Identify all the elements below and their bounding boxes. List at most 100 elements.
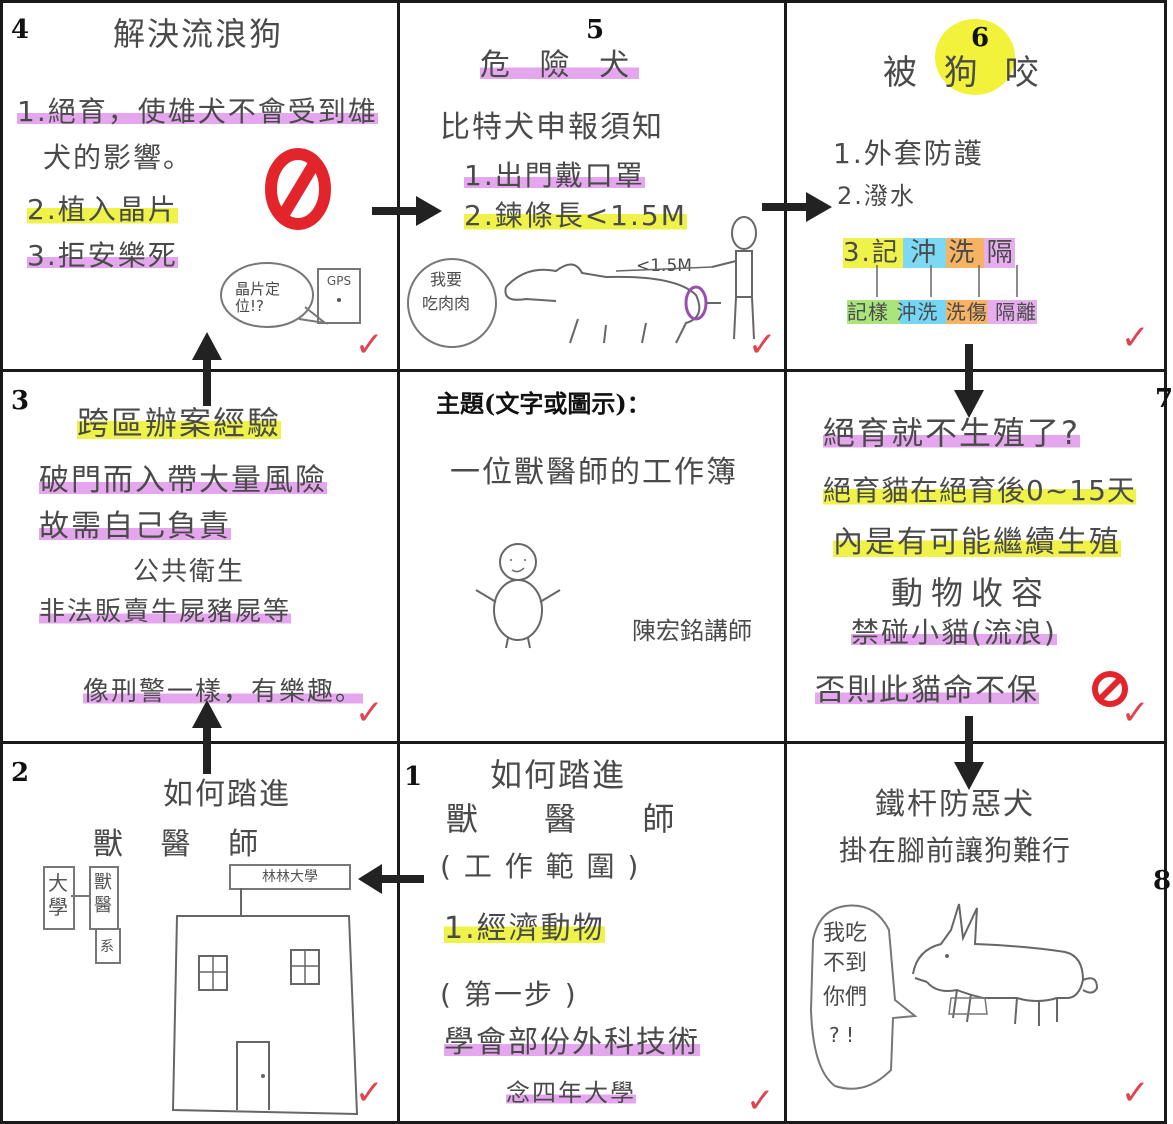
panel-1: 1 如何踏進 獸 醫 師 ( 工 作 範 圍 ) 1.經濟動物 ( 第一步 ) …: [397, 741, 787, 1124]
check-mark-icon: ✓: [748, 325, 777, 365]
gps-label: GPS: [326, 274, 352, 288]
sign-connector: [71, 895, 89, 897]
panel-2: 2 如何踏進 獸 醫 師 大學 獸醫 系 林林大學 ✓: [0, 741, 400, 1124]
text-line: 動物收容: [891, 574, 1052, 612]
gps-dot: [337, 298, 341, 302]
panel-title: 如何踏進: [163, 777, 291, 812]
person-drawing-icon: [615, 216, 757, 340]
arrow-lines-icon: [876, 265, 1018, 297]
school-label: 林林大學: [262, 869, 318, 885]
panel-center: 主題(文字或圖示)： 一位獸醫師的工作簿 陳宏銘講師: [397, 369, 787, 744]
text-line: 犬的影響。: [43, 141, 194, 174]
panel-5: 5 危 險 犬 比特犬申報須知 1.出門戴口罩 2.鍊條長<1.5M 我要 吃肉…: [397, 0, 787, 372]
text-line: 1.經濟動物: [444, 911, 605, 946]
panel-title: 掛在腳前讓狗難行: [839, 834, 1072, 867]
text-line: 2.潑水: [837, 182, 916, 210]
panel-number: 5: [586, 15, 605, 45]
center-heading: 主題(文字或圖示)：: [436, 389, 651, 418]
panel-number: 8: [1153, 866, 1172, 896]
panel-title: 危 險 犬: [480, 48, 640, 83]
arrow-right-icon: [372, 196, 442, 226]
arrow-up-icon: [192, 332, 222, 406]
text-line: 1.出門戴口罩: [464, 159, 645, 192]
text-line: 內是有可能繼續生殖: [833, 525, 1121, 560]
topic-text: 一位獸醫師的工作簿: [450, 455, 738, 490]
panel-number: 2: [11, 758, 30, 788]
text-line: 記樣 沖洗 洗傷 隔離: [847, 300, 1038, 324]
school-sign: 林林大學: [229, 864, 351, 890]
text-line: 3.拒安樂死: [27, 239, 178, 272]
check-mark-icon: ✓: [746, 1081, 775, 1121]
arrow-down-icon: [954, 344, 984, 418]
sign-department: 系: [95, 928, 121, 964]
arrow-up-icon: [192, 700, 222, 774]
sign-text: 獸醫: [94, 872, 112, 917]
text-line: 像刑警一樣，有樂趣。: [83, 677, 364, 707]
panel-subtitle: ( 工 作 範 圍 ): [440, 850, 641, 883]
text-line: 絕育就不生殖了?: [823, 414, 1080, 452]
dog-drawing-icon: [504, 263, 721, 344]
sign-veterinary: 獸醫: [89, 866, 119, 930]
text-line: 破門而入帶大量風險: [39, 463, 327, 498]
text-line: 念四年大學: [506, 1079, 636, 1107]
text-line: 學會部份外科技術: [444, 1025, 700, 1060]
yellow-circle-icon: [935, 19, 1015, 95]
text-line: 2.鍊條長<1.5M: [464, 199, 687, 232]
forbidden-icon: [1092, 671, 1128, 707]
gps-device: GPS: [317, 268, 361, 324]
stick-figure-icon: [475, 543, 561, 649]
check-mark-icon: ✓: [1121, 693, 1150, 733]
dog-drawing-icon: [912, 903, 1099, 1026]
panel-number: 3: [11, 386, 30, 416]
bubble-text: 我吃: [823, 921, 868, 946]
sign-text: 大學: [48, 871, 68, 919]
panel-subtitle: 比特犬申報須知: [440, 110, 664, 145]
sign-university: 大學: [43, 866, 75, 930]
text-line: 1.外套防護: [833, 137, 984, 170]
text-line: 故需自己負責: [39, 509, 231, 544]
check-mark-icon: ✓: [1121, 1073, 1150, 1113]
arrow-down-icon: [954, 716, 984, 790]
panel-4: 4 解決流浪狗 1.絕育，使雄犬不會受到雄 犬的影響。 2.植入晶片 3.拒安樂…: [0, 0, 400, 372]
panel-number: 1: [404, 762, 423, 792]
speech-bubble-icon: [407, 258, 497, 348]
text-line: 公共衛生: [133, 557, 246, 587]
panel-title: 獸 醫 師: [93, 827, 273, 862]
bubble-text: 不到: [823, 951, 868, 976]
panel-number: 7: [1155, 384, 1173, 414]
text-line: 非法販賣牛屍豬屍等: [39, 597, 292, 627]
speech-bubble-icon: [809, 904, 918, 1090]
panel-number: 6: [971, 23, 990, 53]
bubble-text: 晶片定位!?: [235, 280, 281, 315]
panel-3: 3 跨區辦案經驗 破門而入帶大量風險 故需自己負責 公共衛生 非法販賣牛屍豬屍等…: [0, 369, 400, 744]
panel-6: 6 被 狗 咬 1.外套防護 2.潑水 3.記 沖 洗 隔 記樣 沖洗 洗傷 隔…: [784, 0, 1167, 372]
bubble-text: ? !: [829, 1023, 854, 1047]
arrow-left-icon: [358, 864, 424, 894]
panel-7: 7 絕育就不生殖了? 絕育貓在絕育後0~15天 內是有可能繼續生殖 動物收容 禁…: [784, 369, 1173, 744]
panel-title: 鐵杆防惡犬: [875, 787, 1035, 822]
check-mark-icon: ✓: [355, 693, 384, 733]
check-mark-icon: ✓: [355, 325, 384, 365]
panel-8: 鐵杆防惡犬 掛在腳前讓狗難行 8 我吃 不到 你們 ? ! ✓: [784, 741, 1171, 1124]
bubble-text: 吃肉肉: [422, 294, 471, 313]
text-line: ( 第一步 ): [440, 978, 578, 1011]
forbidden-icon: [265, 148, 331, 230]
text-line: 3.記 沖 洗 隔: [843, 238, 1015, 268]
author-text: 陳宏銘講師: [632, 617, 752, 645]
sign-text: 系: [100, 939, 114, 955]
text-line: 1.絕育，使雄犬不會受到雄: [17, 95, 378, 128]
building-drawing-icon: [171, 888, 359, 1116]
panel-title: 獸 醫 師: [446, 800, 703, 838]
panel-title: 跨區辦案經驗: [77, 404, 282, 442]
text-line: 否則此貓命不保: [815, 673, 1039, 708]
check-mark-icon: ✓: [1121, 318, 1150, 358]
bubble-text: 你們: [823, 985, 868, 1010]
panel-title: 解決流浪狗: [113, 15, 284, 53]
text-line: 絕育貓在絕育後0~15天: [823, 474, 1136, 507]
text-line: 禁碰小貓(流浪): [851, 616, 1057, 649]
panel-title: 被 狗 咬: [883, 53, 1047, 93]
text-line: 2.植入晶片: [27, 193, 178, 226]
leash-label: <1.5M: [636, 256, 692, 276]
panel-number: 4: [11, 15, 30, 45]
